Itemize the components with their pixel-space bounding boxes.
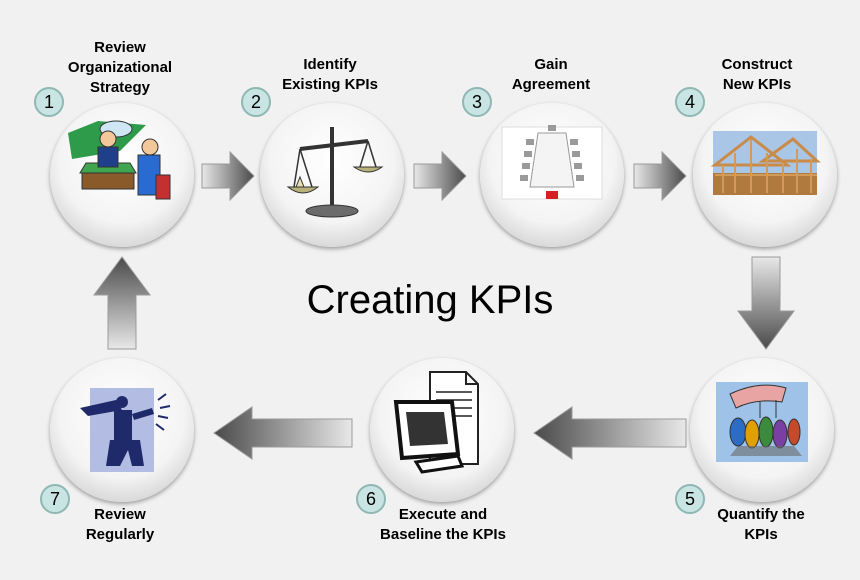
step-7-label-line-1: Review — [94, 506, 146, 523]
step-7-badge: 7 — [40, 484, 70, 514]
arrow-7-to-1 — [93, 256, 151, 350]
arrow-5-to-6 — [533, 406, 687, 460]
arrow-1-to-2 — [201, 150, 255, 202]
diagram-title: Creating KPIs — [306, 278, 554, 322]
step-4-label-line-1: Construct — [721, 56, 793, 73]
step-4-badge: 4 — [675, 87, 705, 117]
step-2-badge: 2 — [241, 87, 271, 117]
computer-icon — [393, 371, 479, 474]
meeting-icon — [68, 120, 171, 200]
review-figure-icon — [80, 388, 171, 472]
conference-table-icon — [501, 125, 603, 200]
step-3-badge: 3 — [462, 87, 492, 117]
step-6-circle — [370, 358, 514, 502]
step-2-label-line-1: Identify — [303, 56, 357, 73]
step-7-label-line-2: Regularly — [85, 526, 155, 543]
arrow-6-to-7 — [213, 406, 353, 460]
step-3-label-line-1: Gain — [534, 56, 568, 73]
step-2-label: Identify Existing KPIs — [245, 55, 415, 95]
step-3-label-line-2: Agreement — [511, 76, 591, 93]
step-4-label-line-2: New KPIs — [722, 76, 792, 93]
arrow-4-to-5 — [737, 256, 795, 350]
step-1-badge: 1 — [34, 87, 64, 117]
step-5-label-line-1: Quantify the — [717, 506, 805, 523]
step-3-label: Gain Agreement — [466, 55, 636, 95]
step-6-label: Execute and Baseline the KPIs — [358, 505, 528, 545]
step-4-circle — [693, 103, 837, 247]
step-6-label-line-1: Execute and — [398, 506, 488, 523]
step-1-label-line-3: Strategy — [89, 79, 151, 96]
arrow-2-to-3 — [413, 150, 467, 202]
step-5-label-line-2: KPIs — [744, 526, 778, 543]
step-7-label: Review Regularly — [35, 505, 205, 545]
hand-figures-icon — [716, 382, 808, 462]
arrow-3-to-4 — [633, 150, 687, 202]
step-1-label: Review Organizational Strategy — [35, 38, 205, 98]
step-1-label-line-2: Organizational — [67, 59, 173, 76]
step-6-label-line-2: Baseline the KPIs — [380, 526, 506, 543]
step-5-badge: 5 — [675, 484, 705, 514]
scale-icon — [286, 127, 384, 218]
step-7-circle — [50, 358, 194, 502]
house-frame-icon — [710, 131, 821, 195]
step-5-label: Quantify the KPIs — [676, 505, 846, 545]
step-2-label-line-2: Existing KPIs — [282, 76, 378, 93]
step-5-circle — [690, 358, 834, 502]
step-6-badge: 6 — [356, 484, 386, 514]
step-3-circle — [480, 103, 624, 247]
step-1-label-line-1: Review — [94, 39, 146, 56]
step-2-circle — [260, 103, 404, 247]
step-1-circle — [50, 103, 194, 247]
step-4-label: Construct New KPIs — [672, 55, 842, 95]
